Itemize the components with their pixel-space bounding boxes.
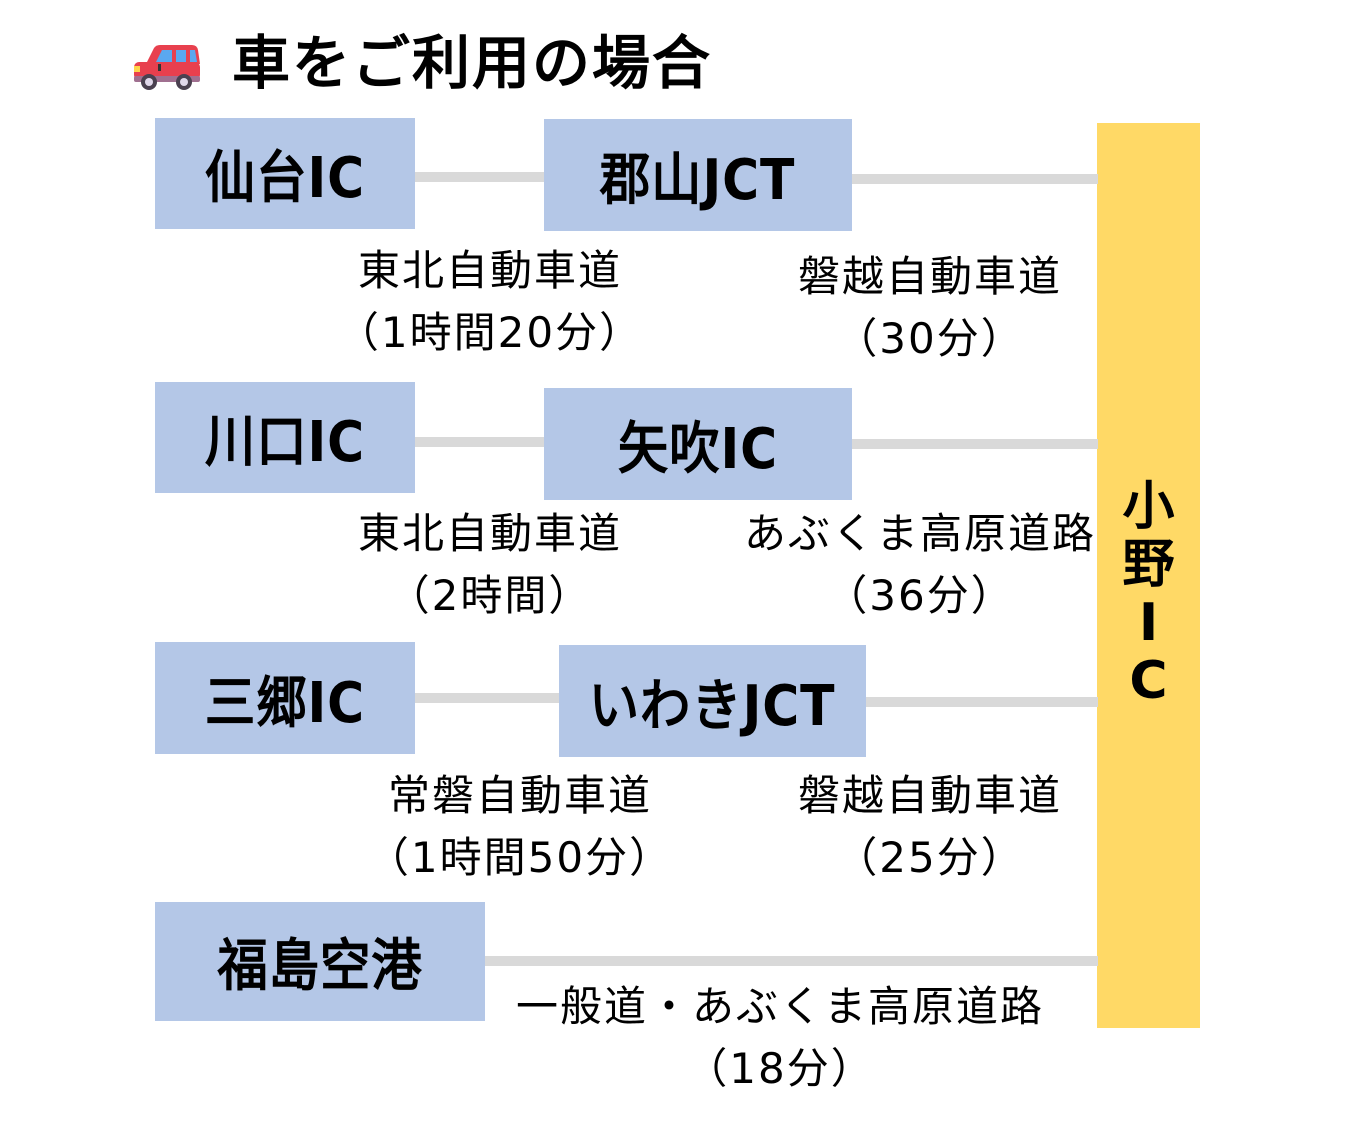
- leg-label: あぶくま高原道路 （36分）: [735, 503, 1105, 627]
- origin-box-sendai-ic: 仙台IC: [155, 118, 415, 229]
- road-name: あぶくま高原道路: [743, 509, 1096, 558]
- page-title: 車をご利用の場合: [232, 29, 713, 97]
- origin-label: 三郷IC: [204, 670, 366, 736]
- road-name: 磐越自動車道: [797, 252, 1062, 301]
- connector-line: [485, 956, 1098, 966]
- road-name: 東北自動車道: [357, 509, 622, 558]
- via-label: 矢吹IC: [617, 416, 779, 482]
- road-name: 磐越自動車道: [797, 771, 1062, 820]
- leg-label: 磐越自動車道 （30分）: [760, 246, 1100, 370]
- road-name: 一般道・あぶくま高原道路: [515, 982, 1044, 1031]
- leg-label: 東北自動車道 （2時間）: [300, 503, 680, 627]
- via-label: いわきJCT: [589, 673, 836, 739]
- leg-label: 常磐自動車道 （1時間50分）: [320, 765, 720, 889]
- origin-label: 福島空港: [217, 934, 423, 999]
- connector-line: [852, 439, 1098, 449]
- destination-label: 小 野 I C: [1097, 478, 1200, 710]
- connector-line: [415, 437, 545, 447]
- leg-label: 磐越自動車道 （25分）: [760, 765, 1100, 889]
- destination-label-char: I: [1138, 593, 1159, 653]
- travel-time: （1時間20分）: [336, 308, 644, 357]
- origin-label: 仙台IC: [204, 146, 366, 211]
- origin-box-fukushima-airport: 福島空港: [155, 902, 485, 1021]
- leg-label: 一般道・あぶくま高原道路 （18分）: [500, 976, 1060, 1100]
- road-name: 常磐自動車道: [387, 771, 652, 820]
- leg-label: 東北自動車道 （1時間20分）: [300, 240, 680, 364]
- destination-label-char: 野: [1122, 535, 1175, 595]
- road-name: 東北自動車道: [357, 246, 622, 295]
- via-box-koriyama-jct: 郡山JCT: [544, 119, 852, 231]
- via-label: 郡山JCT: [600, 147, 796, 213]
- car-icon: [134, 45, 200, 90]
- origin-box-kawaguchi-ic: 川口IC: [155, 382, 415, 493]
- travel-time: （36分）: [825, 571, 1015, 620]
- connector-line: [852, 174, 1098, 184]
- travel-time: （1時間50分）: [366, 833, 674, 882]
- connector-line: [866, 697, 1098, 707]
- origin-label: 川口IC: [204, 410, 366, 475]
- travel-time: （2時間）: [387, 571, 593, 620]
- destination-box-ono-ic: 小 野 I C: [1097, 123, 1200, 1028]
- connector-line: [415, 172, 545, 182]
- travel-time: （25分）: [835, 833, 1025, 882]
- travel-time: （18分）: [685, 1044, 875, 1093]
- via-box-yabuki-ic: 矢吹IC: [544, 388, 852, 500]
- origin-box-misato-ic: 三郷IC: [155, 642, 415, 754]
- destination-label-char: 小: [1122, 477, 1175, 537]
- travel-time: （30分）: [835, 314, 1025, 363]
- connector-line: [415, 693, 560, 703]
- destination-label-char: C: [1129, 651, 1168, 711]
- via-box-iwaki-jct: いわきJCT: [559, 645, 866, 757]
